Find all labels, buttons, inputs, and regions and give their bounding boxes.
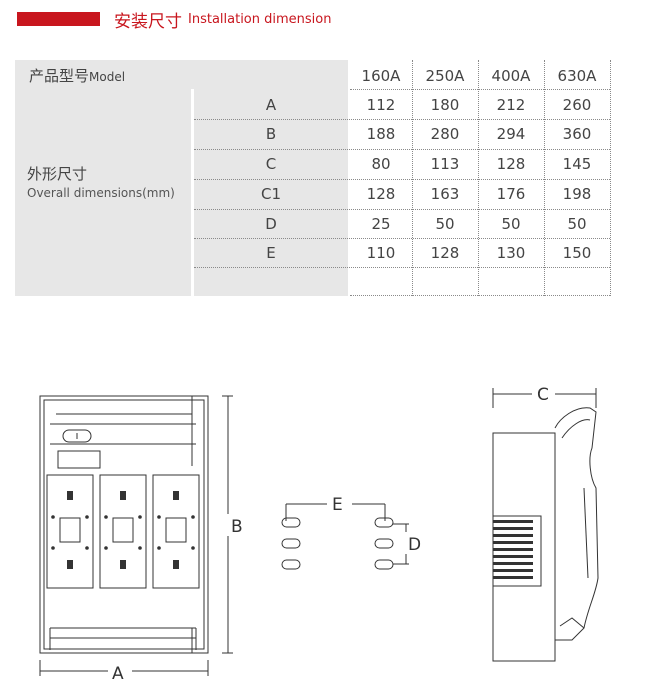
row-label-d: D bbox=[265, 215, 277, 233]
column-header-250a: 250A bbox=[425, 67, 465, 85]
front-inner-frame bbox=[43, 399, 205, 650]
row-label-e: E bbox=[266, 244, 276, 262]
dimension-label-b: B bbox=[231, 517, 243, 537]
fuse-pole-2 bbox=[99, 474, 147, 589]
table-cell: 198 bbox=[562, 185, 592, 203]
table-cell: 50 bbox=[501, 215, 521, 233]
dimension-label-e: E bbox=[332, 495, 343, 515]
overall-dimensions-label-cn: 外形尺寸 bbox=[27, 165, 88, 183]
table-divider bbox=[412, 60, 413, 296]
column-header-630a: 630A bbox=[557, 67, 597, 85]
model-label-cn: 产品型号 bbox=[29, 67, 90, 85]
header-accent-bar bbox=[17, 12, 100, 26]
mounting-hole-drawing: E D bbox=[281, 495, 421, 570]
table-cell: 145 bbox=[562, 155, 592, 173]
table-cell: 80 bbox=[371, 155, 391, 173]
heat-sink-fins bbox=[492, 515, 542, 587]
table-divider bbox=[350, 295, 610, 296]
column-header-160a: 160A bbox=[361, 67, 401, 85]
table-cell: 128 bbox=[430, 244, 460, 262]
row-label-c: C bbox=[265, 155, 277, 173]
table-divider bbox=[194, 119, 610, 120]
front-outer-frame bbox=[39, 395, 209, 654]
table-cell: 180 bbox=[430, 96, 460, 114]
mounting-hole bbox=[281, 517, 301, 528]
table-cell: 50 bbox=[567, 215, 587, 233]
table-cell: 212 bbox=[496, 96, 526, 114]
dimension-label-d: D bbox=[408, 535, 421, 555]
table-cell: 176 bbox=[496, 185, 526, 203]
table-cell: 163 bbox=[430, 185, 460, 203]
dimension-label-a: A bbox=[112, 664, 124, 684]
table-divider bbox=[350, 89, 610, 90]
table-divider bbox=[544, 60, 545, 296]
side-handle bbox=[554, 407, 599, 641]
table-cell: 360 bbox=[562, 125, 592, 143]
table-cell: 130 bbox=[496, 244, 526, 262]
side-body bbox=[492, 432, 556, 662]
section-header: 安装尺寸 Installation dimension bbox=[17, 8, 332, 32]
table-cell: 294 bbox=[496, 125, 526, 143]
table-cell: 112 bbox=[366, 96, 396, 114]
table-cell: 50 bbox=[435, 215, 455, 233]
table-divider bbox=[194, 179, 610, 180]
dimension-table: 产品型号Model 外形尺寸 Overall dimensions(mm) 16… bbox=[15, 60, 611, 296]
table-divider bbox=[194, 267, 610, 268]
model-header-cell bbox=[15, 60, 348, 89]
mounting-hole bbox=[281, 559, 301, 570]
row-label-a: A bbox=[265, 96, 277, 114]
table-cell: 280 bbox=[430, 125, 460, 143]
table-cell: 25 bbox=[371, 215, 391, 233]
column-header-400a: 400A bbox=[491, 67, 531, 85]
header-title-cn: 安装尺寸 bbox=[114, 11, 182, 32]
side-view-drawing: C bbox=[492, 385, 599, 662]
dimension-label-area bbox=[15, 89, 348, 296]
table-divider bbox=[478, 60, 479, 296]
front-view-drawing: B A bbox=[39, 395, 243, 684]
dimension-label-c: C bbox=[537, 385, 549, 405]
header-title-en: Installation dimension bbox=[188, 11, 332, 27]
table-cell: 110 bbox=[366, 244, 396, 262]
table-cell: 128 bbox=[496, 155, 526, 173]
row-label-b: B bbox=[265, 125, 277, 143]
table-divider bbox=[610, 60, 611, 296]
model-label: 产品型号Model bbox=[29, 62, 125, 91]
mounting-hole bbox=[374, 559, 394, 570]
indicator-window bbox=[62, 429, 92, 443]
table-divider bbox=[194, 209, 610, 210]
overall-dimensions-label-en: Overall dimensions(mm) bbox=[27, 186, 175, 200]
table-cell: 150 bbox=[562, 244, 592, 262]
mounting-hole bbox=[374, 517, 394, 528]
fuse-pole-3 bbox=[152, 474, 200, 589]
mounting-hole bbox=[281, 538, 301, 549]
fuse-pole-1 bbox=[46, 474, 94, 589]
mounting-hole bbox=[374, 538, 394, 549]
table-cell: 128 bbox=[366, 185, 396, 203]
row-label-c1: C1 bbox=[260, 185, 282, 203]
table-cell: 260 bbox=[562, 96, 592, 114]
model-label-en: Model bbox=[89, 70, 126, 84]
table-cell: 113 bbox=[430, 155, 460, 173]
table-divider bbox=[194, 238, 610, 239]
label-window bbox=[57, 450, 101, 469]
table-cell: 188 bbox=[366, 125, 396, 143]
table-divider bbox=[194, 149, 610, 150]
label-column-divider bbox=[191, 89, 194, 296]
